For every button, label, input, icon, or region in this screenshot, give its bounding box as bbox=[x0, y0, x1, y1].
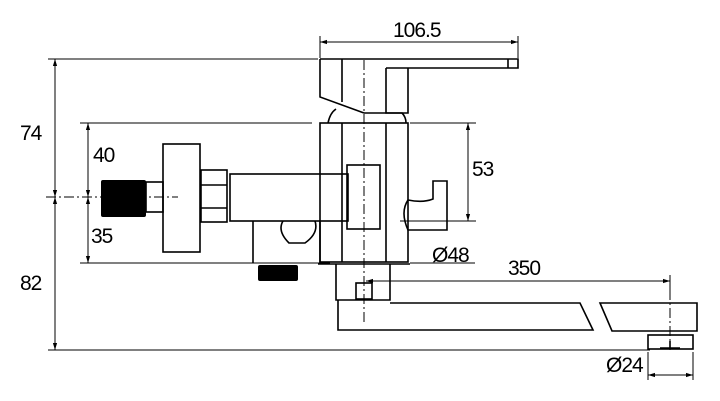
inlet-thread bbox=[101, 180, 146, 217]
dim-body-height: 53 bbox=[472, 158, 494, 181]
dim-width-top: 106.5 bbox=[393, 19, 441, 42]
body-pipe bbox=[229, 173, 349, 222]
dim-inlet-lower: 35 bbox=[91, 225, 113, 248]
shower-outlet-thread bbox=[258, 265, 298, 281]
lever-handle bbox=[320, 58, 519, 69]
dim-inlet-upper: 40 bbox=[93, 144, 115, 167]
diverter-knob bbox=[403, 180, 448, 231]
dimension-lines bbox=[52, 39, 693, 378]
cartridge-body bbox=[319, 122, 409, 263]
wall-flange bbox=[162, 143, 201, 253]
diverter bbox=[346, 164, 381, 230]
dim-spout-length: 350 bbox=[508, 257, 540, 280]
dim-height-upper: 74 bbox=[20, 122, 43, 145]
dim-aerator-diameter: Ø24 bbox=[606, 354, 644, 377]
spout bbox=[335, 264, 698, 350]
dim-body-diameter: Ø48 bbox=[432, 244, 469, 267]
connector-nut bbox=[200, 169, 228, 223]
spout-end bbox=[598, 302, 698, 332]
centerlines bbox=[46, 60, 671, 350]
mixer-body bbox=[318, 58, 519, 265]
inlet-fitting bbox=[101, 143, 349, 281]
dim-height-lower: 82 bbox=[20, 272, 42, 295]
